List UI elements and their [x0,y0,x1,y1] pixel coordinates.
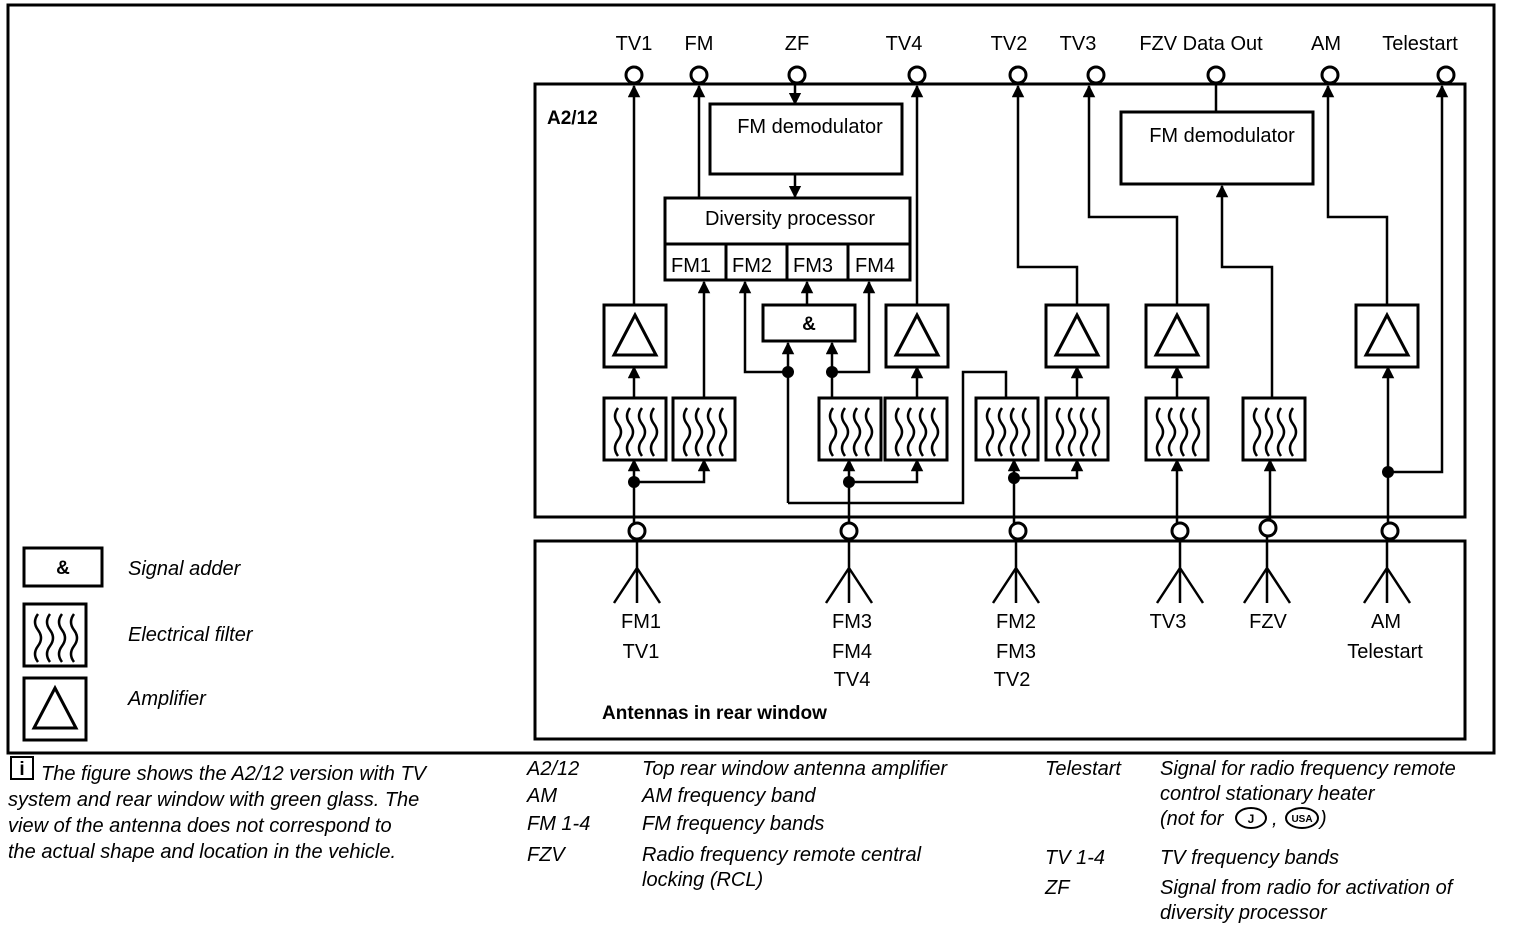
svg-text:USA: USA [1291,814,1312,825]
fm-demodulator-right [1119,110,1315,186]
glossary-telestart-exclusion-prefix: (not for [1160,808,1225,830]
filter-fm2 [974,396,1040,462]
amplifier-am [1354,303,1420,369]
amplifier-tv3 [1144,303,1210,369]
filter-tv1 [602,396,668,462]
glossary-term-fzv: FZV [527,844,566,866]
port-label-tv1: TV1 [616,33,653,55]
glossary-def-a2-12: Top rear window antenna amplifier [642,758,948,780]
note-line-1: The figure shows the A2/12 version with … [41,763,428,785]
fm-demodulator-left-label: FM demodulator [737,116,883,138]
signal-wiring [627,84,1449,523]
japan-badge-icon: J [1235,807,1267,829]
glossary-right: Telestart Signal for radio frequency rem… [1044,758,1456,924]
port-label-tv3: TV3 [1060,33,1097,55]
antenna-6-line-2: Telestart [1347,641,1423,663]
note-line-2: system and rear window with green glass.… [8,789,419,811]
legend: & Signal adder Electrical filter Amplifi… [22,546,254,742]
glossary-term-telestart: Telestart [1045,758,1122,780]
svg-text:J: J [1248,812,1255,826]
legend-signal-adder-symbol [22,546,104,588]
glossary-term-zf: ZF [1044,877,1071,899]
module-label: A2/12 [547,108,598,129]
dp-input-fm2: FM2 [732,255,772,277]
antenna-3-line-2: FM3 [996,641,1036,663]
legend-amplifier-label: Amplifier [127,688,207,710]
a2-12-module [533,82,1467,519]
info-icon [10,756,34,780]
fm-demodulator-left [708,102,904,176]
glossary-def-zf-2: diversity processor [1160,902,1328,924]
glossary-term-a2-12: A2/12 [526,758,579,780]
glossary-term-tv: TV 1-4 [1045,847,1105,869]
legend-filter-symbol [22,602,88,668]
glossary-term-am: AM [526,785,557,807]
filter-tv3 [1144,396,1210,462]
antenna-2-line-1: FM3 [832,611,872,633]
port-label-zf: ZF [785,33,809,55]
filter-tv2 [1044,396,1110,462]
signal-adder [761,303,857,343]
port-label-fzv-data-out: FZV Data Out [1139,33,1263,55]
diversity-processor-title: Diversity processor [705,208,875,230]
dp-input-fm3: FM3 [793,255,833,277]
antenna-4-line-1: TV3 [1150,611,1187,633]
filter-tv4 [883,396,949,462]
port-label-fm: FM [685,33,714,55]
port-label-telestart: Telestart [1382,33,1458,55]
signal-adder-symbol: & [802,314,816,335]
filter-fzv [1241,396,1307,462]
note-line-3: view of the antenna does not correspond … [8,815,392,837]
fm-demodulator-right-label: FM demodulator [1149,125,1295,147]
filter-fm4 [817,396,883,462]
info-note: i The figure shows the A2/12 version wit… [8,756,428,863]
antenna-connectors [627,518,1400,541]
glossary-term-fm: FM 1-4 [527,813,590,835]
antenna-2-line-3: TV4 [834,669,871,691]
glossary-left: A2/12 Top rear window antenna amplifier … [526,758,948,891]
antenna-5-line-1: FZV [1249,611,1287,633]
legend-filter-label: Electrical filter [128,624,254,646]
outer-frame [6,3,1496,755]
glossary-def-fzv-2: locking (RCL) [642,869,763,891]
glossary-telestart-exclusion-sep: , [1272,808,1278,830]
top-ports [624,65,1456,85]
usa-badge-icon: USA [1285,807,1319,829]
antenna-3-line-1: FM2 [996,611,1036,633]
glossary-def-tv: TV frequency bands [1160,847,1339,869]
glossary-def-am: AM frequency band [641,785,816,807]
legend-amplifier-symbol [22,676,88,742]
glossary-def-telestart-2: control stationary heater [1160,783,1376,805]
glossary-def-telestart-1: Signal for radio frequency remote [1160,758,1456,780]
glossary-def-zf-1: Signal from radio for activation of [1160,877,1455,899]
antenna-1-line-2: TV1 [623,641,660,663]
antennas-box-title: Antennas in rear window [602,703,827,724]
antenna-1-line-1: FM1 [621,611,661,633]
svg-text:i: i [19,759,24,780]
antenna-symbols [612,537,1412,604]
antenna-3-line-3: TV2 [994,669,1031,691]
glossary-def-fzv-1: Radio frequency remote central [642,844,922,866]
dp-input-fm4: FM4 [855,255,895,277]
port-label-am: AM [1311,33,1341,55]
antennas-box [533,539,1467,741]
amplifier-tv4 [884,303,950,369]
port-label-tv2: TV2 [991,33,1028,55]
antenna-2-line-2: FM4 [832,641,872,663]
glossary-def-fm: FM frequency bands [642,813,824,835]
dp-input-fm1: FM1 [671,255,711,277]
glossary-telestart-exclusion-suffix: ) [1318,808,1327,830]
filter-fm1 [671,396,737,462]
legend-signal-adder-label: Signal adder [128,558,242,580]
amplifier-tv1 [602,303,668,369]
antenna-6-line-1: AM [1371,611,1401,633]
amplifier-tv2 [1044,303,1110,369]
svg-text:&: & [56,558,70,579]
port-label-tv4: TV4 [886,33,923,55]
note-line-4: the actual shape and location in the veh… [8,841,396,863]
